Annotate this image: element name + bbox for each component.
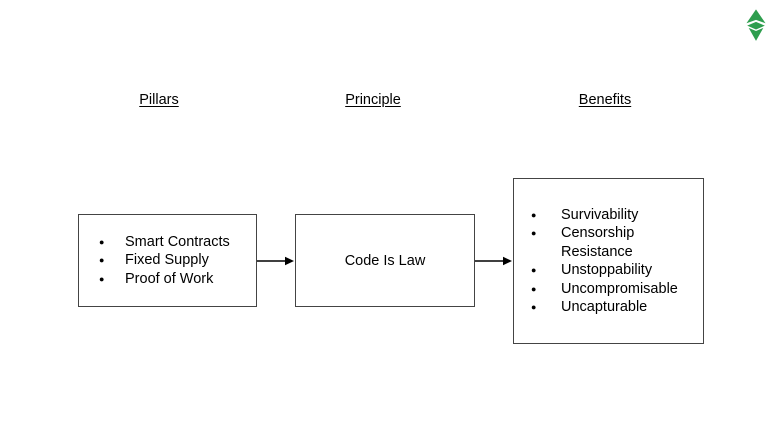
list-item: ● Censorship Resistance [514, 224, 687, 261]
list-item: ● Unstoppability [514, 261, 687, 280]
bullet-icon: ● [531, 283, 537, 294]
bullet-icon: ● [99, 255, 105, 266]
bullet-icon: ● [531, 228, 537, 238]
list-item-label: Censorship Resistance [561, 225, 635, 260]
list-item: ● Smart Contracts [79, 233, 230, 252]
ethereum-classic-logo [745, 9, 767, 42]
list-item-label: Uncompromisable [561, 280, 678, 297]
principle-box: Code Is Law [295, 214, 475, 307]
list-item-label: Uncapturable [561, 299, 648, 315]
list-item-label: Proof of Work [125, 270, 214, 287]
benefits-list: ● Survivability ● Censorship Resistance … [514, 206, 687, 317]
list-item: ● Uncapturable [514, 298, 687, 317]
list-item: ● Fixed Supply [79, 251, 230, 270]
arrow-principle-to-benefits [475, 256, 512, 266]
column-header-pillars: Pillars [139, 92, 179, 108]
bullet-icon: ● [531, 302, 537, 312]
benefits-box: ● Survivability ● Censorship Resistance … [513, 178, 704, 344]
column-header-benefits: Benefits [578, 92, 632, 108]
arrow-pillars-to-principle [257, 256, 294, 266]
list-item: ● Survivability [514, 206, 687, 225]
bullet-icon: ● [99, 273, 105, 284]
bullet-icon: ● [531, 209, 537, 220]
ethereum-classic-icon [746, 9, 766, 41]
pillars-list: ● Smart Contracts ● Fixed Supply ● Proof… [79, 233, 230, 289]
list-item-label: Fixed Supply [125, 252, 209, 269]
principle-label: Code Is Law [344, 252, 426, 269]
bullet-icon: ● [531, 265, 537, 275]
list-item: ● Uncompromisable [514, 280, 687, 299]
list-item-label: Survivability [561, 206, 639, 223]
bullet-icon: ● [99, 236, 105, 247]
column-header-principle: Principle [345, 92, 401, 108]
pillars-box: ● Smart Contracts ● Fixed Supply ● Proof… [78, 214, 257, 307]
list-item: ● Proof of Work [79, 270, 230, 289]
list-item-label: Unstoppability [561, 262, 653, 278]
list-item-label: Smart Contracts [125, 233, 230, 250]
